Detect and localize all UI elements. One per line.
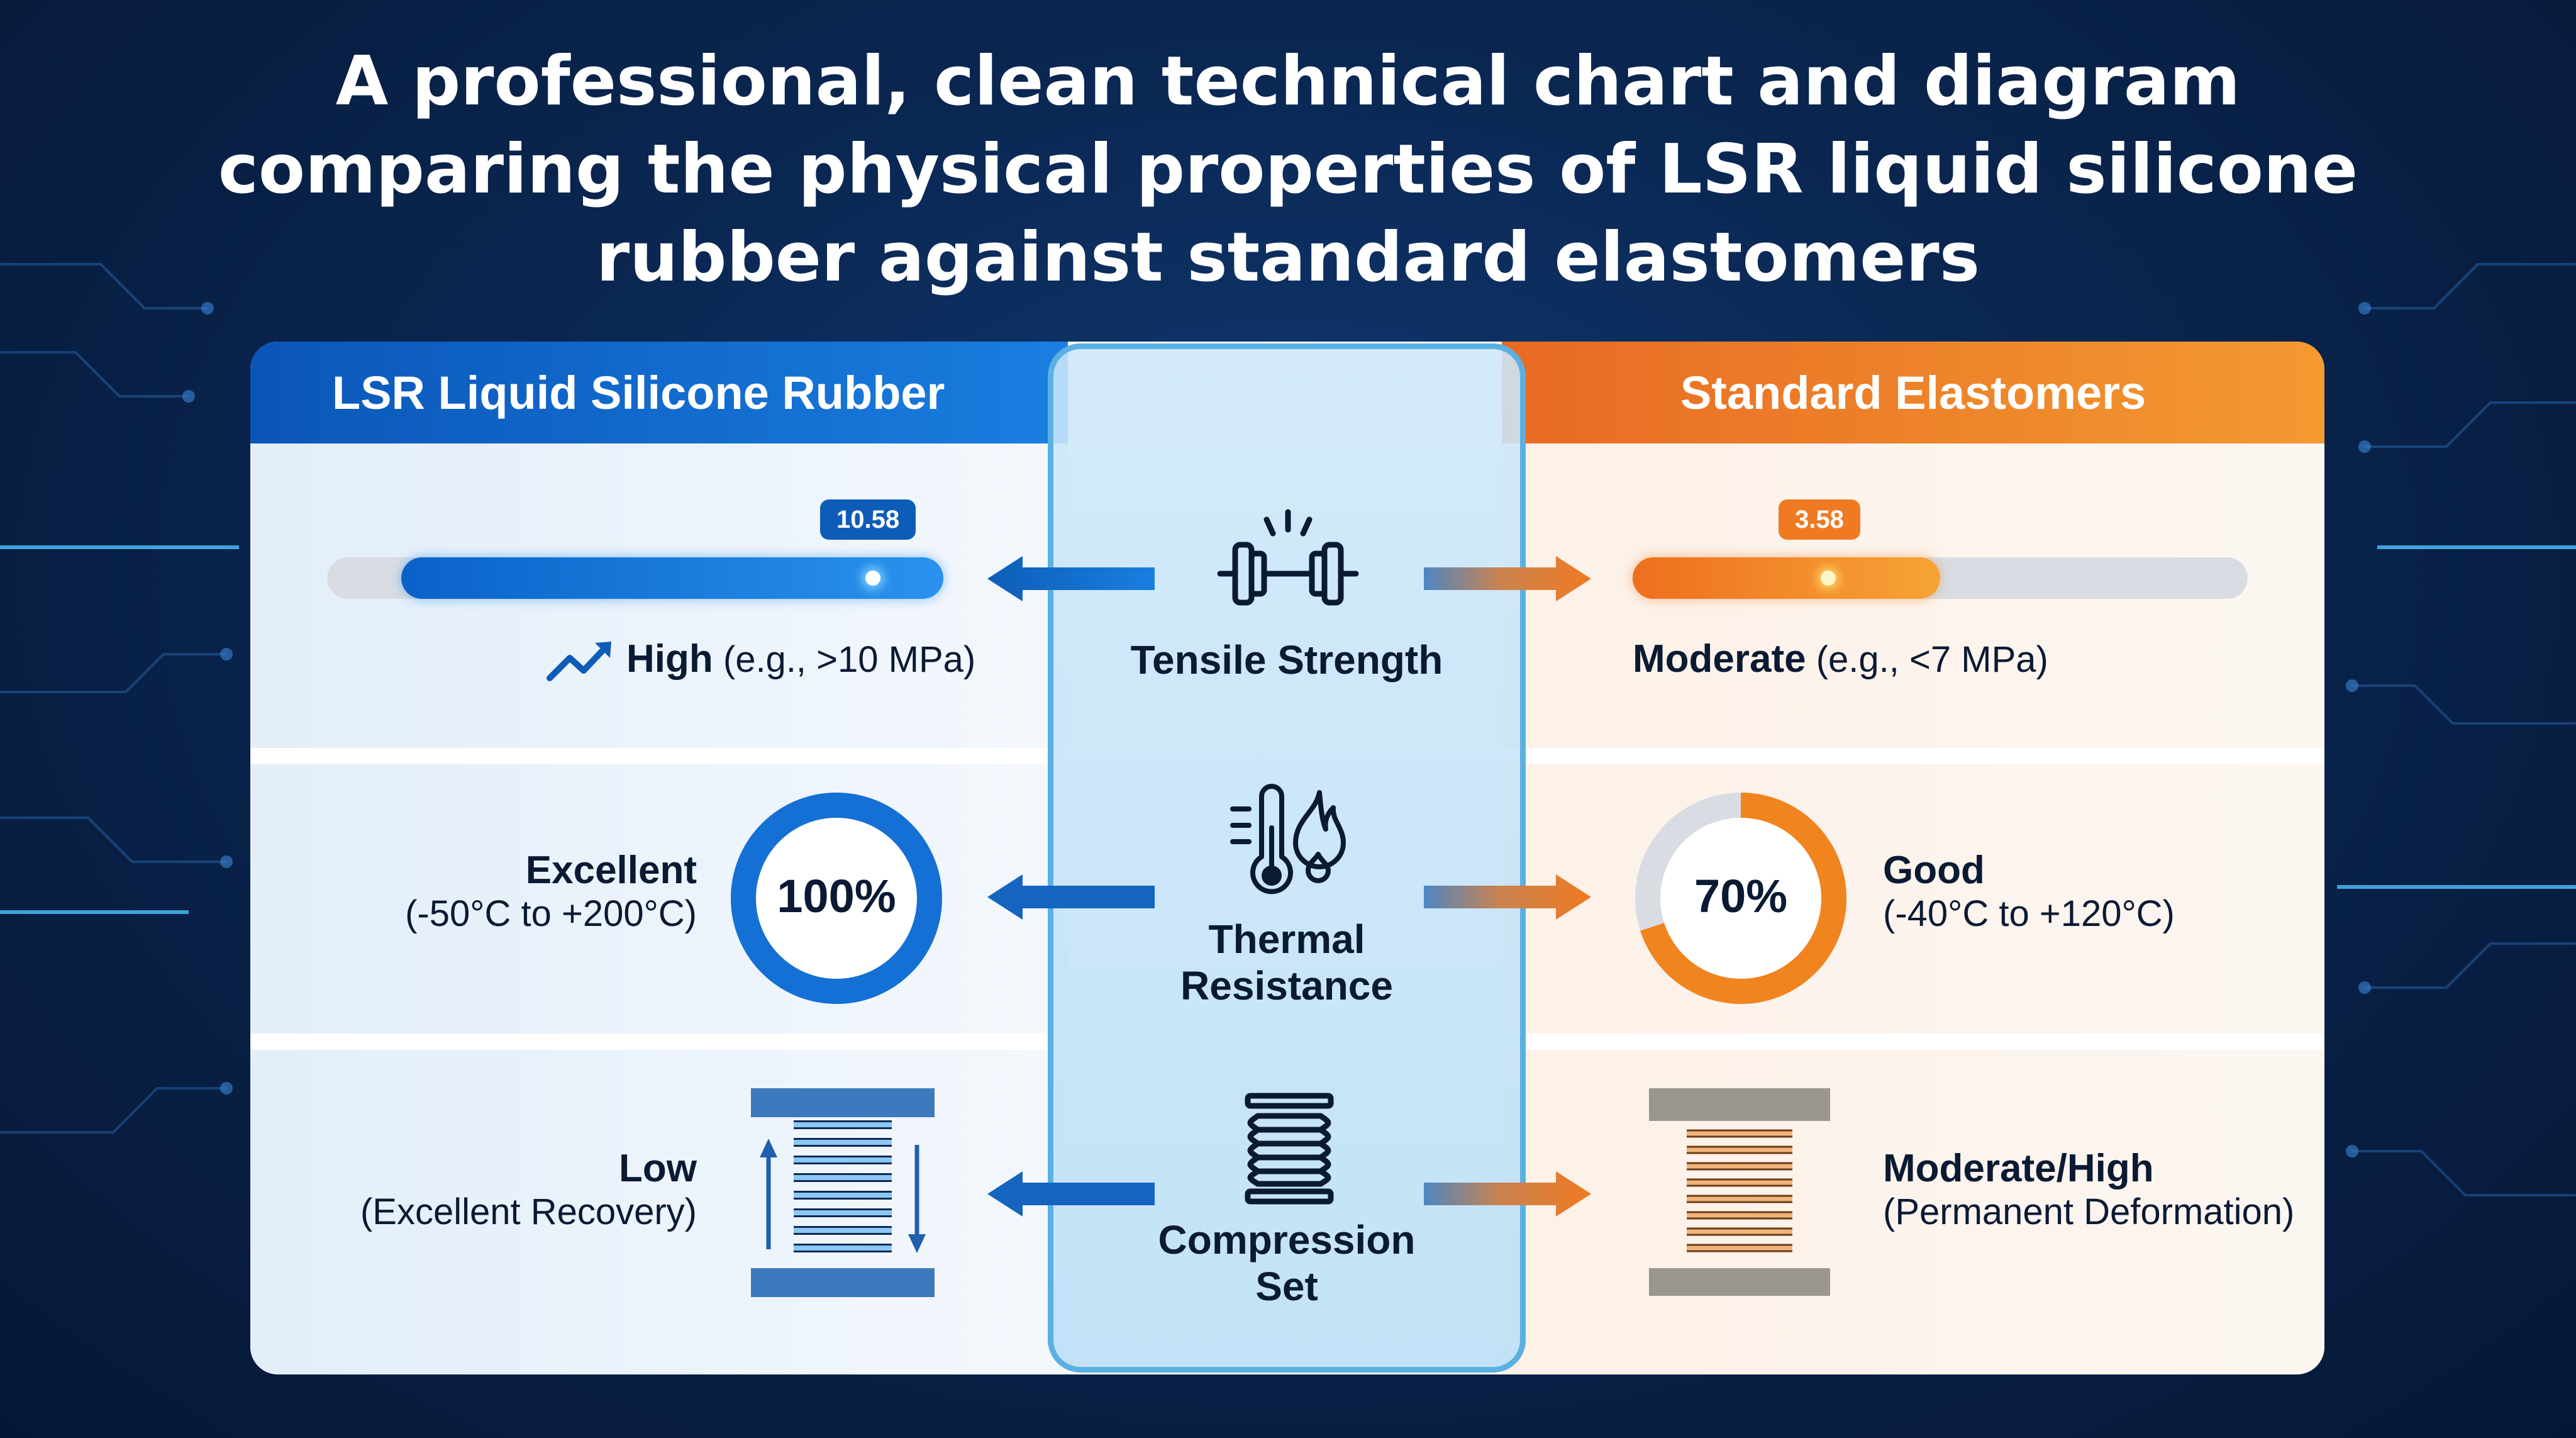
standard-compression-detail: (Permanent Deformation) [1883,1191,2295,1232]
title-line-2: comparing the physical properties of LSR… [218,130,2358,209]
page-title: A professional, clean technical chart an… [0,38,2576,302]
standard-tensile-level: Moderate [1633,637,1806,681]
lsr-header: LSR Liquid Silicone Rubber [250,342,1068,443]
lsr-compression-detail: (Excellent Recovery) [360,1191,697,1232]
lsr-compression-value: Low (Excellent Recovery) [340,1146,697,1233]
lsr-tensile-detail: (e.g., >10 MPa) [723,639,976,680]
trend-up-icon [547,642,611,681]
standard-thermal-detail: (-40°C to +120°C) [1883,893,2175,934]
standard-arrow-tensile [1424,556,1591,601]
thermometer-flame-icon [1230,784,1346,895]
deformed-spring-icon [1649,1088,1830,1296]
lsr-thermal-value: Excellent (-50°C to +200°C) [340,848,697,935]
compression-label-line-2: Set [1255,1264,1318,1309]
standard-thermal-value: Good (-40°C to +120°C) [1883,848,2175,935]
lsr-tensile-bar-fill [401,557,943,599]
lsr-arrow-thermal [987,874,1155,920]
standard-tensile-bar-marker [1821,571,1836,586]
lsr-tensile-level: High [626,637,713,681]
dumbbell-icon [1217,509,1359,606]
standard-thermal-ring-label: 70% [1694,870,1788,922]
lsr-thermal-ring-label: 100% [777,870,896,922]
thermal-label-line-1: Thermal [1208,917,1365,962]
compressed-spring-recovery-icon [751,1088,935,1297]
standard-header: Standard Elastomers [1502,342,2324,443]
lsr-arrow-tensile [987,556,1155,601]
lsr-thermal-detail: (-50°C to +200°C) [405,893,697,934]
standard-compression-level: Moderate/High [1883,1147,2154,1190]
standard-thermal-level: Good [1883,849,1985,892]
property-label-compression-set: Compression Set [1048,1217,1526,1310]
standard-tensile-detail: (e.g., <7 MPa) [1816,639,2048,680]
lsr-thermal-level: Excellent [525,849,697,892]
compression-label-line-1: Compression [1158,1217,1416,1262]
lsr-arrow-compression [987,1171,1155,1217]
property-label-tensile-strength: Tensile Strength [1130,637,1443,683]
standard-arrow-compression [1424,1171,1591,1217]
standard-thermal-ring [1635,793,1846,1004]
spring-icon [1245,1093,1334,1205]
thermal-label-line-2: Resistance [1180,963,1393,1008]
lsr-tensile-value: High (e.g., >10 MPa) [626,637,975,681]
lsr-tensile-bar-marker [865,571,880,586]
standard-tensile-badge: 3.58 [1779,499,1860,540]
standard-tensile-bar-fill [1633,557,1940,599]
title-line-3: rubber against standard elastomers [596,218,1980,297]
standard-compression-value: Moderate/High (Permanent Deformation) [1883,1146,2294,1233]
standard-arrow-thermal [1424,874,1591,920]
lsr-compression-level: Low [619,1147,697,1190]
lsr-thermal-ring [731,793,942,1004]
title-line-1: A professional, clean technical chart an… [335,42,2241,121]
lsr-tensile-badge: 10.58 [820,499,916,540]
property-label-thermal-resistance: Thermal Resistance [1048,916,1526,1009]
standard-tensile-value: Moderate (e.g., <7 MPa) [1633,637,2048,681]
